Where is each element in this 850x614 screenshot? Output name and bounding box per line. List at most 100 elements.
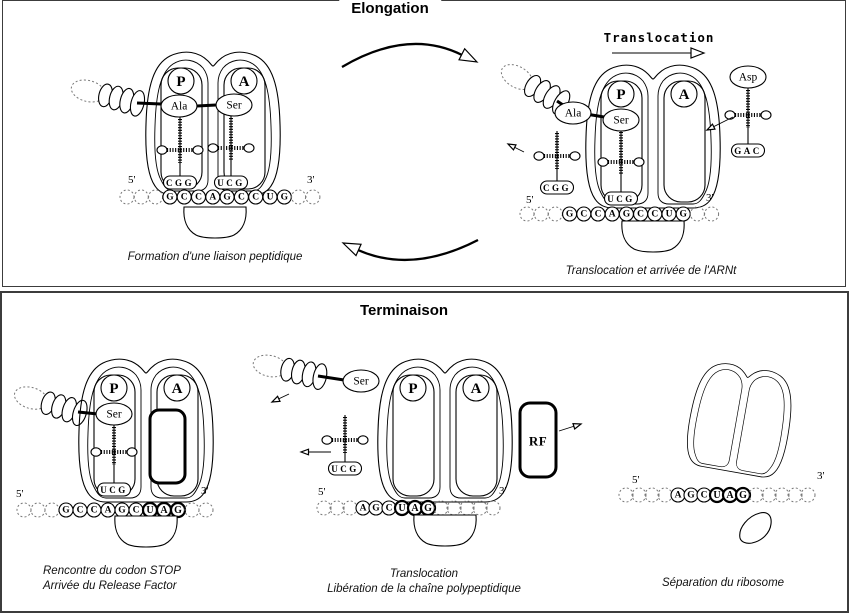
mrna-base-circle [734, 486, 752, 504]
empty-a-site-box [148, 408, 187, 485]
trna: UCG [90, 425, 138, 497]
mrna-base-letter: C [386, 504, 393, 514]
cycle-arrow-bottom [357, 238, 479, 262]
peptide-bond [317, 374, 345, 382]
anticodon-letters: CGG [543, 183, 571, 193]
trna: CGG [533, 131, 581, 195]
small-arrow-head [270, 395, 281, 403]
mrna-base-letter: C [580, 210, 587, 220]
release-factor-label: RF [529, 434, 547, 449]
mrna-base-letter: C [181, 193, 188, 203]
anticodon-box [539, 180, 575, 195]
mrna-dotted-circle [761, 487, 777, 503]
mrna-base-letter: C [701, 491, 708, 501]
mrna-base-letter: G [223, 193, 231, 203]
a-site-label: A [471, 381, 482, 397]
ribosome-right-lobe [657, 72, 712, 205]
trna-loop-right [243, 143, 255, 153]
mrna-base-letter: C [77, 506, 84, 516]
ser-label: Ser [106, 409, 122, 421]
anticodon-letters: UCG [217, 178, 245, 188]
mrna-base-letter: U [398, 503, 405, 514]
mrna-dotted-circle [657, 487, 673, 503]
mrna-base-letter: A [609, 210, 616, 220]
polypeptide-chain [252, 354, 328, 390]
trna-loop-left [156, 145, 168, 155]
mrna-base-letter: G [174, 505, 182, 516]
mrna-base-letter: A [675, 491, 682, 501]
ribosome-right-lobe [736, 376, 785, 475]
ribosome-outer-outline [585, 64, 721, 209]
mrna-dotted-circle [547, 206, 563, 222]
trna-loop-right [357, 435, 369, 445]
ribosome-right-lobe [449, 366, 504, 499]
ribosome-right-lobe [150, 366, 205, 499]
ser-label: Ser [613, 115, 629, 127]
trna-loop-left [207, 143, 219, 153]
mrna-dotted-circle [119, 189, 135, 205]
three-prime-label: 3' [307, 174, 315, 186]
caption-stop-line2: Arrivée du Release Factor [43, 580, 177, 592]
mrna-base-letter: U [713, 490, 720, 501]
trna-loop-right [633, 157, 645, 167]
mrna-dotted-circle [533, 206, 549, 222]
peptide-bond [196, 103, 217, 108]
anticodon-letters: CGG [166, 178, 194, 188]
ribosome-detached-large-subunit [687, 363, 792, 478]
ser-oval [215, 93, 253, 117]
anticodon-box [213, 175, 249, 190]
mrna-dotted-circle [748, 487, 764, 503]
polypeptide-chain [13, 386, 88, 427]
p-site-circle [100, 374, 128, 402]
ala-oval [554, 101, 592, 125]
release-factor-box [518, 401, 558, 479]
mrna-dotted-circle [16, 502, 32, 518]
mrna-dotted-circle [133, 189, 149, 205]
mrna-dotted-circle [291, 189, 307, 205]
mrna-base-letter: G [739, 490, 747, 501]
cycle-arrow-bottom-head [341, 242, 362, 257]
p-site-label: P [616, 87, 625, 103]
caption-separation: Séparation du ribosome [661, 577, 785, 589]
trna-loop-right [192, 145, 204, 155]
mrna-base-letter: A [360, 504, 367, 514]
trna: UCG [321, 415, 369, 476]
trna-loop-right [760, 110, 772, 120]
three-prime-label: 3' [499, 485, 507, 497]
small-arrow-head [705, 123, 716, 131]
ala-label: Ala [565, 108, 582, 120]
a-site-circle [230, 67, 258, 95]
mrna-base-letter: C [651, 210, 658, 220]
mrna-base-letter: G [372, 504, 380, 514]
mrna-dotted-circle [30, 502, 46, 518]
mrna-base-letter: C [238, 193, 245, 203]
mrna-dotted-circle [472, 500, 488, 516]
ser-oval [95, 402, 133, 426]
mrna-base-letter: G [281, 193, 289, 203]
a-site-label: A [172, 381, 183, 397]
trna-loop-left [533, 151, 545, 161]
mrna-dotted-circle [329, 500, 345, 516]
anticodon-letters: UCG [100, 485, 128, 495]
p-site-label: P [109, 381, 118, 397]
five-prime-label: 5' [16, 488, 24, 500]
mrna-dotted-circle [446, 500, 462, 516]
ser-oval [602, 108, 640, 132]
five-prime-label: 5' [318, 486, 326, 498]
translocation-arrow [612, 47, 706, 59]
mrna-base-letter: A [160, 505, 168, 516]
mrna-dotted-circle [787, 487, 803, 503]
mrna-dotted-circle [485, 500, 501, 516]
